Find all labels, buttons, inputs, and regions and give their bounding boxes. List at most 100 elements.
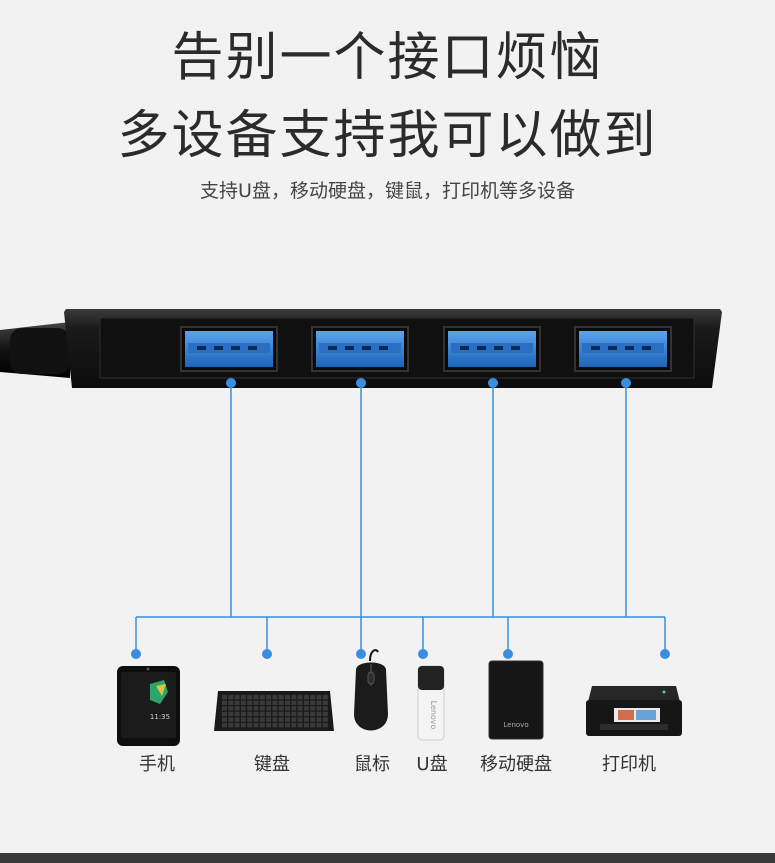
keyboard-icon — [214, 691, 334, 731]
keyboard-key — [240, 711, 246, 717]
keyboard-key — [285, 723, 290, 728]
keyboard-key — [310, 723, 316, 728]
keyboard-key — [266, 695, 272, 700]
keyboard-key — [253, 700, 259, 705]
keyboard-key — [259, 695, 265, 700]
keyboard-key — [316, 717, 322, 722]
keyboard-key — [272, 700, 278, 705]
keyboard-key — [222, 706, 227, 711]
keyboard-key — [228, 711, 234, 717]
keyboard-key — [259, 717, 265, 722]
keyboard-key — [247, 711, 253, 717]
usb-cable — [0, 322, 70, 378]
keyboard-key — [266, 711, 272, 717]
keyboard-key — [222, 711, 227, 717]
keyboard-key — [297, 717, 303, 722]
keyboard-key — [253, 706, 259, 711]
keyboard-key — [228, 695, 234, 700]
keyboard-key — [278, 711, 284, 717]
keyboard-key — [297, 723, 303, 728]
usb-port-3 — [443, 326, 541, 372]
keyboard-key — [266, 717, 272, 722]
keyboard-key — [222, 717, 227, 722]
keyboard-key — [259, 700, 265, 705]
headline-line-1: 告别一个接口烦恼 — [171, 28, 604, 88]
keyboard-key — [247, 695, 253, 700]
usb-port-1 — [180, 326, 278, 372]
keyboard-key — [297, 700, 303, 705]
keyboard-key — [310, 711, 316, 717]
device-label-mouse: 鼠标 — [354, 754, 390, 775]
keyboard-key — [297, 711, 303, 717]
keyboard-key — [240, 695, 246, 700]
keyboard-key — [303, 706, 309, 711]
keyboard-key — [278, 717, 284, 722]
keyboard-key — [234, 706, 240, 711]
keyboard-key — [272, 706, 278, 711]
keyboard-key — [322, 717, 328, 722]
usb-drive-brand: Lenovo — [429, 701, 438, 730]
keyboard-key — [310, 717, 316, 722]
keyboard-key — [278, 695, 284, 700]
keyboard-key — [247, 723, 253, 728]
keyboard-key — [259, 706, 265, 711]
hard-drive-brand: Lenovo — [503, 721, 528, 729]
keyboard-key — [303, 695, 309, 700]
keyboard-key — [272, 711, 278, 717]
keyboard-key — [266, 723, 272, 728]
keyboard-key — [222, 700, 227, 705]
usb-drive-icon: Lenovo — [417, 665, 445, 741]
keyboard-key — [253, 695, 259, 700]
keyboard-key — [316, 723, 322, 728]
keyboard-key — [291, 723, 297, 728]
keyboard-key — [240, 717, 246, 722]
keyboard-key — [247, 717, 253, 722]
keyboard-key — [285, 711, 290, 717]
keyboard-key — [272, 717, 278, 722]
device-label-usb-drive: U盘 — [416, 754, 448, 775]
keyboard-key — [322, 700, 328, 705]
keyboard-key — [310, 695, 316, 700]
keyboard-key — [234, 695, 240, 700]
keyboard-key — [240, 706, 246, 711]
keyboard-key — [303, 711, 309, 717]
keyboard-key — [297, 706, 303, 711]
keyboard-key — [253, 723, 259, 728]
keyboard-key — [228, 723, 234, 728]
keyboard-key — [272, 723, 278, 728]
phone-clock: 11:35 — [150, 713, 170, 721]
keyboard-key — [228, 706, 234, 711]
keyboard-key — [228, 717, 234, 722]
keyboard-key — [291, 700, 297, 705]
usb-port-4 — [574, 326, 672, 372]
headline-line-2: 多设备支持我可以做到 — [117, 106, 658, 166]
keyboard-key — [316, 700, 322, 705]
device-label-printer: 打印机 — [602, 754, 656, 775]
keyboard-key — [247, 700, 253, 705]
keyboard-key — [322, 723, 328, 728]
keyboard-key — [322, 695, 328, 700]
keyboard-key — [247, 706, 253, 711]
keyboard-key — [266, 700, 272, 705]
keyboard-key — [222, 723, 227, 728]
keyboard-key — [253, 717, 259, 722]
connector-dots — [131, 378, 670, 659]
keyboard-key — [303, 723, 309, 728]
phone-icon: 11:35 — [117, 666, 180, 746]
keyboard-key — [285, 706, 290, 711]
keyboard-key — [278, 723, 284, 728]
mouse-icon — [354, 649, 388, 731]
connector-lines — [135, 383, 666, 654]
keyboard-key — [285, 717, 290, 722]
keyboard-key — [222, 695, 227, 700]
keyboard-key — [234, 700, 240, 705]
keyboard-key — [316, 706, 322, 711]
device-label-phone: 手机 — [139, 754, 175, 775]
keyboard-key — [291, 706, 297, 711]
keyboard-key — [228, 700, 234, 705]
subheadline: 支持U盘，移动硬盘，键鼠，打印机等多设备 — [200, 180, 575, 202]
keyboard-key — [253, 711, 259, 717]
keyboard-key — [291, 717, 297, 722]
